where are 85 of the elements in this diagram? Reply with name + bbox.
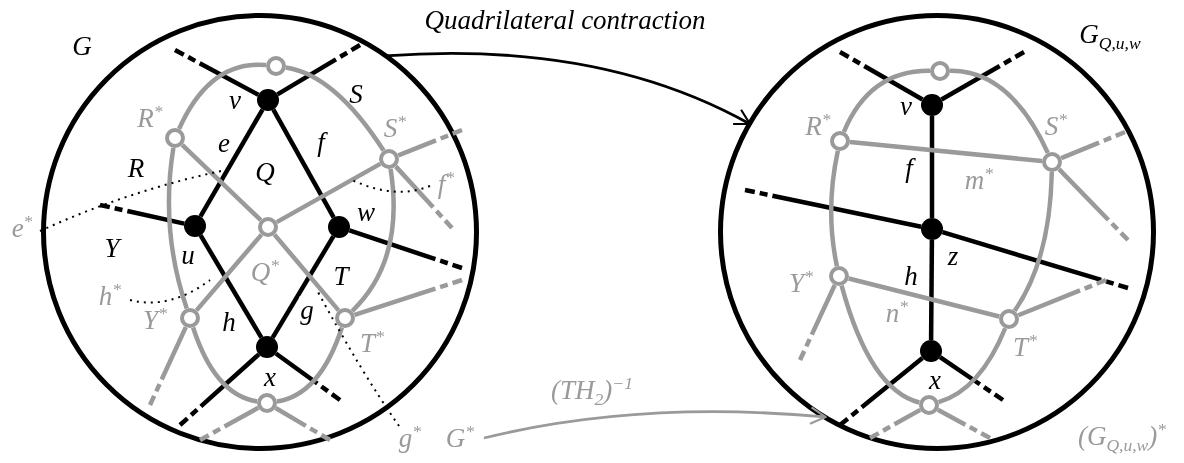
dual-graph-label: h$^{*}$: [98, 282, 122, 310]
vertex-label: R$^{*}$: [805, 112, 831, 140]
vertex-label: x: [264, 363, 276, 391]
vertex-label: R$^{*}$: [137, 104, 163, 132]
vertex-label: S$^{*}$: [383, 114, 407, 142]
face-label: Q: [255, 158, 275, 186]
edge-line: [271, 108, 336, 219]
dual-edge-line: [848, 276, 1000, 319]
dual-graph-label: e$^{*}$: [11, 214, 33, 242]
edge-line: [744, 187, 922, 229]
dual-edge-line: [285, 65, 386, 152]
dual-edge-line: [1012, 171, 1055, 312]
edge-line: [274, 351, 342, 402]
edge-label: g: [299, 296, 315, 324]
vertex-label: S$^{*}$: [1044, 112, 1068, 140]
edge-line: [838, 50, 924, 102]
edge-line: [198, 234, 264, 339]
edge-line: [99, 202, 185, 226]
vertex-label: Y$^{*}$: [143, 306, 167, 334]
dual-edge-line: [868, 407, 922, 440]
dual-edge-line: [397, 127, 463, 158]
dual-edge-line: [198, 405, 260, 442]
dual-edge-line: [274, 406, 332, 442]
dual-edge-line: [276, 326, 345, 404]
face-label: S: [349, 80, 363, 108]
vertex-label: Q$^{*}$: [250, 258, 280, 286]
vertex-label: T$^{*}$: [1013, 333, 1037, 361]
edge-line: [941, 230, 1129, 291]
edge-line: [348, 228, 463, 271]
dual-edge-line: [272, 233, 341, 312]
dual-edge-line: [849, 139, 1043, 164]
dual-vertex-ring: [930, 61, 950, 81]
edge-line: [276, 43, 362, 97]
dual-edge-line: [147, 326, 188, 406]
edge-line: [838, 356, 924, 427]
dual-edge-line: [936, 407, 992, 440]
edge-line: [270, 235, 336, 339]
arrow: [385, 52, 751, 126]
dual-edge-line: [394, 164, 454, 230]
vertex-label: z: [947, 242, 959, 270]
dual-graph-label: f$^{*}$: [437, 170, 455, 198]
vertex-label: w: [357, 198, 375, 226]
dual-edge-line: [275, 161, 382, 225]
edge-line: [178, 352, 261, 427]
dual-edge-line: [841, 68, 931, 133]
vertex-label: v: [900, 92, 912, 120]
edge-line: [940, 50, 1026, 102]
arrow: [483, 406, 827, 440]
dual-edge-line: [166, 147, 189, 310]
dual-edge-line: [828, 150, 841, 267]
face-label: Y: [104, 234, 120, 262]
dual-edge-line: [1060, 129, 1126, 161]
face-label: R: [127, 154, 145, 182]
dual-vertex-ring: [257, 393, 277, 413]
dual-edge-line: [797, 284, 837, 361]
face-label: T: [333, 262, 349, 290]
dual-graph-label: G$^{*}$: [445, 424, 475, 452]
dual-edge-line: [1017, 277, 1107, 318]
edge-line: [938, 355, 1005, 402]
graph-label: G: [72, 32, 92, 60]
dual-edge-line: [177, 62, 267, 130]
edge-line: [929, 116, 935, 218]
edge-label: (TH$_{2}$)$^{−1}$: [550, 376, 634, 404]
dual-edge-line: [839, 285, 921, 405]
leader-line: [129, 279, 211, 304]
vertex-label: v: [229, 86, 241, 114]
dual-edge-line: [353, 277, 463, 318]
vertex-label: Y$^{*}$: [789, 269, 813, 297]
dual-edge-line: [180, 143, 263, 222]
dual-edge-line: [194, 233, 264, 312]
dual-edge-line: [937, 327, 1008, 405]
edge-line: [928, 240, 935, 340]
vertex-label: u: [181, 241, 195, 269]
leader-line: [317, 291, 400, 427]
vertex-label: x: [929, 366, 941, 394]
leader-line: [351, 179, 431, 193]
dual-vertex-ring: [266, 56, 286, 76]
edge-line: [173, 48, 260, 97]
dual-edge-line: [350, 168, 396, 313]
dual-edge-line: [1057, 167, 1130, 242]
dual-edge-line: [190, 326, 258, 404]
edge-line: [198, 108, 265, 218]
vertex-label: T$^{*}$: [360, 329, 384, 357]
dual-vertex-ring: [919, 395, 939, 415]
dual-edge-line: [949, 68, 1050, 154]
